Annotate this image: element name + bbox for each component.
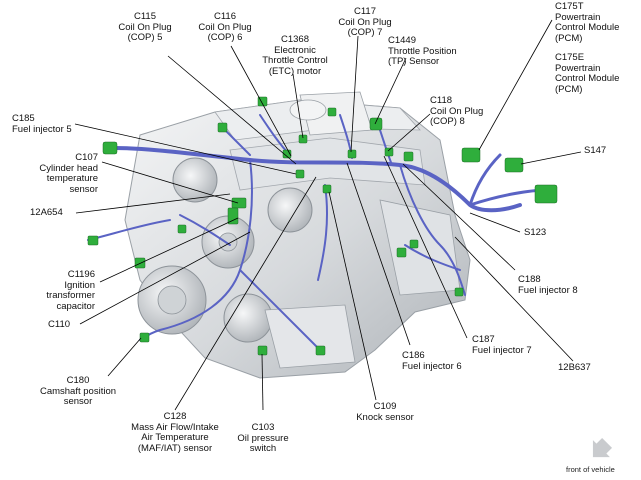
- label-c115: C115 Coil On Plug (COP) 5: [118, 11, 172, 43]
- front-of-vehicle-label: front of vehicle: [566, 465, 615, 474]
- wiring-harness: [87, 114, 550, 351]
- label-12a654: 12A654: [30, 207, 63, 218]
- label-c1368: C1368 Electronic Throttle Control (ETC) …: [262, 34, 328, 77]
- label-c180: C180 Camshaft position sensor: [39, 375, 117, 407]
- label-c1196: C1196 Ignition transformer capacitor: [46, 269, 95, 312]
- label-s123: S123: [524, 227, 547, 238]
- engine-illustration: [124, 91, 471, 379]
- label-c175e: C175E Powertrain Control Module (PCM): [555, 52, 620, 95]
- label-c107: C107 Cylinder head temperature sensor: [39, 152, 98, 195]
- label-c1449: C1449 Throttle Position (TP) Sensor: [388, 35, 457, 67]
- label-c186: C186 Fuel injector 6: [402, 350, 462, 372]
- connectors: [87, 96, 558, 356]
- label-c109: C109 Knock sensor: [356, 401, 414, 423]
- label-c188: C188 Fuel injector 8: [518, 274, 578, 296]
- label-c175t: C175T Powertrain Control Module (PCM): [555, 1, 620, 44]
- label-c103: C103 Oil pressure switch: [237, 422, 289, 454]
- label-c118: C118 Coil On Plug (COP) 8: [430, 95, 484, 127]
- label-c117: C117 Coil On Plug (COP) 7: [338, 6, 392, 38]
- label-c110: C110: [48, 319, 71, 330]
- label-c128: C128 Mass Air Flow/Intake Air Temperatur…: [131, 411, 219, 454]
- label-c187: C187 Fuel injector 7: [472, 334, 532, 356]
- front-arrow-icon: [592, 437, 613, 458]
- label-c116: C116 Coil On Plug (COP) 6: [198, 11, 252, 43]
- label-c185: C185 Fuel injector 5: [12, 113, 72, 135]
- label-12b637: 12B637: [558, 362, 591, 373]
- leader-lines: [74, 19, 582, 411]
- label-s147: S147: [584, 145, 607, 156]
